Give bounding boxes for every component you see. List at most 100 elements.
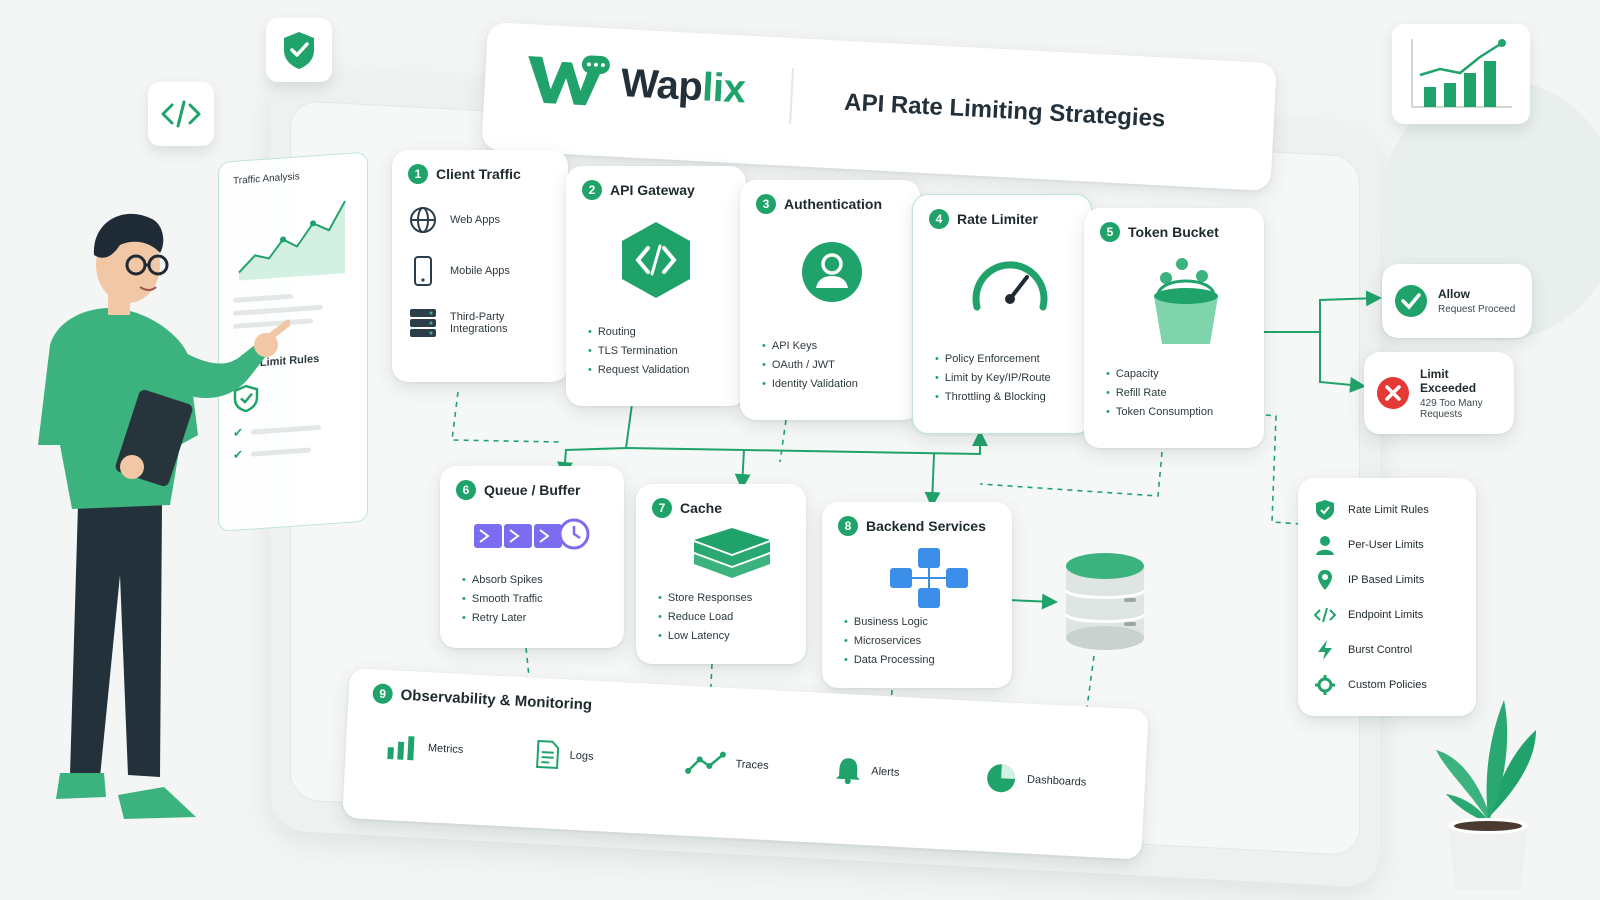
queue-features: Absorb Spikes Smooth Traffic Retry Later [462,571,543,628]
feature-item: Request Validation [588,361,690,380]
feature-item: API Keys [762,337,858,356]
brand-accent: lix [701,65,747,112]
cubes-icon [890,548,968,608]
step-number: 3 [756,194,776,214]
feature-item: Limit by Key/IP/Route [935,369,1051,388]
code-icon [1314,607,1336,622]
rule-item[interactable]: Rate Limit Rules [1314,492,1460,527]
rate-limiter-card[interactable]: 4 Rate Limiter Policy Enforcement Limit … [912,194,1092,434]
code-icon [161,100,201,128]
cache-card[interactable]: 7 Cache Store Responses Reduce Load Low … [636,484,806,664]
step-title: Client Traffic [436,166,521,182]
brand-main: Wap [619,61,704,110]
shield-tile [266,18,332,82]
gear-icon [1315,674,1335,695]
client-label: Mobile Apps [450,265,510,277]
bell-icon [835,758,860,785]
user-icon [1316,535,1334,555]
step-number: 5 [1100,222,1120,242]
obs-traces[interactable]: Traces [685,746,836,786]
rule-item[interactable]: IP Based Limits [1314,562,1460,597]
rule-label: Per-User Limits [1348,538,1424,551]
rule-label: Rate Limit Rules [1348,503,1429,516]
traffic-line-chart [238,200,346,281]
rule-item[interactable]: Per-User Limits [1314,527,1460,562]
limit-exceeded-card[interactable]: Limit Exceeded 429 Too Many Requests [1364,352,1514,434]
feature-item: Token Consumption [1106,403,1213,422]
auth-features: API Keys OAuth / JWT Identity Validation [762,337,858,394]
obs-alerts[interactable]: Alerts [835,754,986,794]
step-title: API Gateway [610,182,695,198]
rule-item[interactable]: Burst Control [1314,632,1460,667]
step-number: 4 [929,209,949,229]
client-traffic-card[interactable]: 1 Client Traffic Web Apps Mobile Apps Th… [392,150,568,382]
rule-item[interactable]: Endpoint Limits [1314,597,1460,632]
page-title: API Rate Limiting Strategies [843,88,1166,133]
pie-chart-icon [987,764,1016,793]
feature-item: Low Latency [658,627,752,646]
code-hexagon-icon [622,222,690,298]
outcome-subtitle: Request Proceed [1438,304,1516,315]
rate-limit-rules-card: Rate Limit Rules Per-User Limits IP Base… [1298,478,1476,716]
client-web-apps: Web Apps [408,206,552,234]
feature-item: Absorb Spikes [462,571,543,590]
step-header: 7 Cache [652,498,790,518]
step-header: 1 Client Traffic [408,164,552,184]
observability-card: 9 Observability & Monitoring Metrics Log… [342,668,1149,860]
feature-item: Business Logic [844,613,935,632]
rule-label: IP Based Limits [1348,573,1425,586]
client-label: Third-Party Integrations [450,311,508,335]
step-number: 1 [408,164,428,184]
step-header: 3 Authentication [756,194,904,214]
error-circle-icon [1377,377,1409,409]
backend-services-card[interactable]: 8 Backend Services Business Logic Micros… [822,502,1012,688]
obs-metrics[interactable]: Metrics [385,730,536,770]
client-integrations: Third-Party Integrations [408,308,552,338]
rule-label: Endpoint Limits [1348,608,1424,621]
lightning-icon [1318,639,1332,660]
shield-check-icon [284,32,314,69]
outcome-subtitle: 429 Too Many Requests [1420,397,1483,420]
feature-item: Routing [588,323,689,342]
obs-logs[interactable]: Logs [535,738,686,778]
backend-features: Business Logic Microservices Data Proces… [844,613,935,670]
step-number: 7 [652,498,672,518]
feature-item: OAuth / JWT [762,356,858,375]
api-gateway-card[interactable]: 2 API Gateway Routing TLS Termination Re… [566,166,746,406]
shield-check-icon [233,384,259,413]
feature-item: Reduce Load [658,608,752,627]
step-title: Authentication [784,196,882,212]
brand-name: Waplix [620,61,747,112]
outcome-title: Limit Exceeded [1420,366,1477,395]
rule-item[interactable]: Custom Policies [1314,667,1460,702]
feature-item: Throttling & Blocking [935,388,1051,407]
step-number: 6 [456,480,476,500]
step-title: Backend Services [866,518,986,534]
step-header: 2 API Gateway [582,180,730,200]
header-card: Waplix API Rate Limiting Strategies [481,22,1277,192]
developer-illustration [38,213,290,819]
layers-icon [694,528,770,578]
client-mobile-apps: Mobile Apps [408,256,552,286]
obs-label: Alerts [870,765,900,779]
rule-label: Burst Control [1348,643,1413,656]
obs-dashboards[interactable]: Dashboards [984,761,1135,801]
client-label: Web Apps [450,214,500,226]
step-title: Queue / Buffer [484,482,581,498]
authentication-card[interactable]: 3 Authentication API Keys OAuth / JWT Id… [740,180,920,420]
step-header: 4 Rate Limiter [929,209,1075,229]
gateway-features: Routing TLS Termination Request Validati… [588,323,690,380]
traffic-analysis-panel: Traffic Analysis Rate Limit Rules ✔ ✔ [218,151,368,532]
outcome-title: Allow [1438,287,1470,301]
allow-outcome-card[interactable]: Allow Request Proceed [1382,264,1532,338]
growth-chart-icon [1411,39,1512,108]
feature-item: Data Processing [844,651,935,670]
step-number: 8 [838,516,858,536]
obs-label: Logs [569,749,594,763]
growth-chart-tile [1392,24,1530,124]
step-title: Token Bucket [1128,224,1219,240]
observability-tools: Metrics Logs Traces Alerts Dashboards [385,730,1136,801]
queue-buffer-card[interactable]: 6 Queue / Buffer Absorb Spikes Smooth Tr… [440,466,624,648]
token-bucket-card[interactable]: 5 Token Bucket Capacity Refill Rate Toke… [1084,208,1264,448]
queue-icon [474,518,590,550]
